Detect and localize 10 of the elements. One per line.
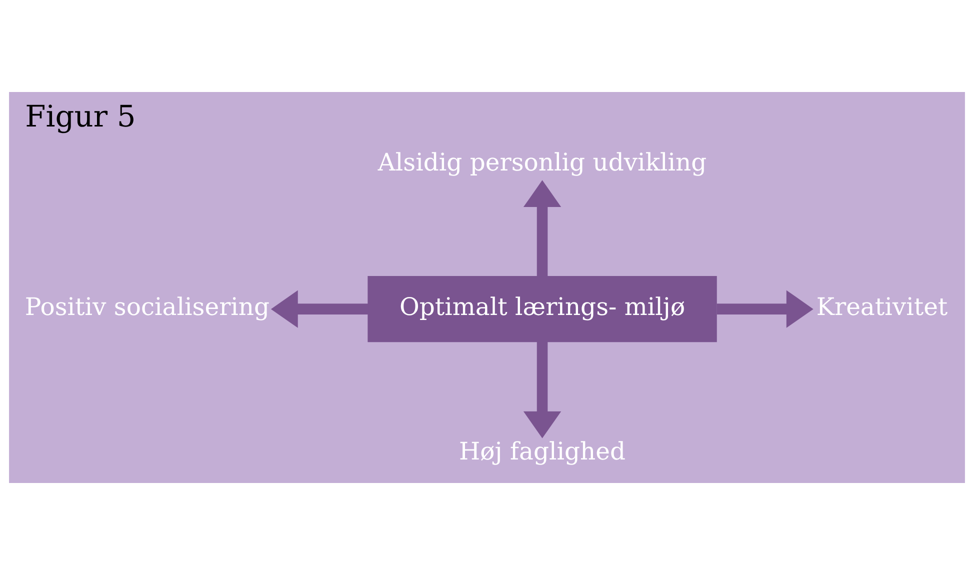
arrow bbox=[522, 180, 561, 276]
node-box: Optimalt lærings- miljø bbox=[367, 276, 716, 342]
node-text: Kreativitet bbox=[816, 292, 948, 321]
node-text: Høj faglighed bbox=[458, 436, 626, 465]
diagram-title: Figur 5 bbox=[24, 98, 136, 134]
arrow bbox=[270, 290, 368, 328]
arrow bbox=[716, 290, 813, 328]
arrow bbox=[522, 340, 561, 438]
node-text: Positiv socialisering bbox=[24, 292, 270, 321]
node-text: Alsidig personlig udvikling bbox=[377, 147, 706, 176]
